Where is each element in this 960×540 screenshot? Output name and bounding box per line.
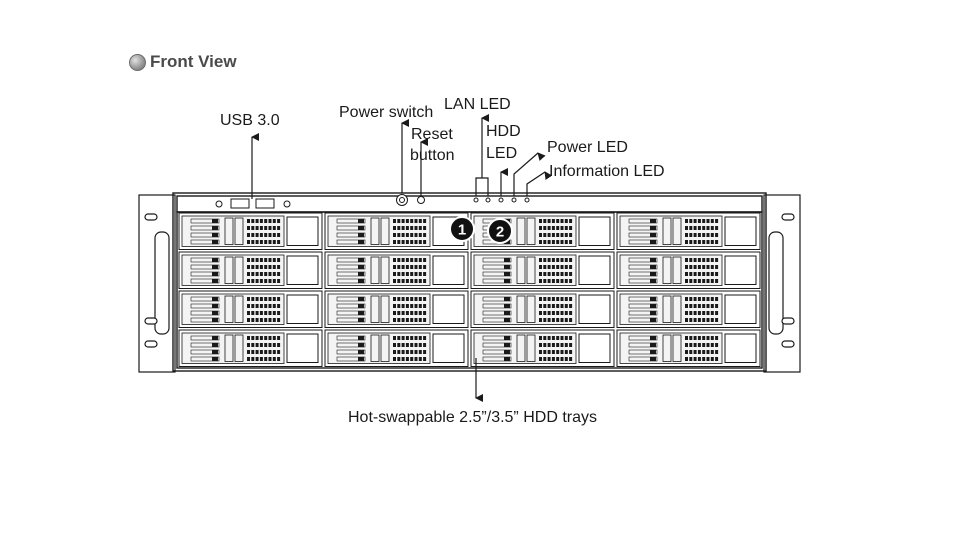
hdd-tray-grid <box>178 212 761 367</box>
chassis <box>172 192 767 372</box>
hdd-tray <box>178 329 323 367</box>
hdd-tray <box>178 290 323 328</box>
badge-1: 1 <box>449 216 475 242</box>
hdd-led-label-line2: LED <box>486 145 517 162</box>
hdd-tray <box>616 212 761 250</box>
reset-button <box>417 196 425 204</box>
hdd-tray <box>324 290 469 328</box>
hdd-tray <box>178 212 323 250</box>
hdd-tray <box>324 329 469 367</box>
hdd-trays-label: Hot-swappable 2.5”/3.5” HDD trays <box>348 409 597 426</box>
power-switch <box>396 194 408 206</box>
section-heading: Front View <box>129 52 237 72</box>
reset-label-line2: button <box>410 147 454 164</box>
hdd-tray <box>616 329 761 367</box>
callout-lines <box>251 114 553 402</box>
hdd-tray <box>616 251 761 289</box>
usb-label: USB 3.0 <box>220 112 280 129</box>
hdd-tray <box>324 212 469 250</box>
hdd-tray <box>470 251 615 289</box>
svg-text:1: 1 <box>458 222 466 239</box>
hdd-led-label-line1: HDD <box>486 123 521 140</box>
svg-text:2: 2 <box>496 224 504 241</box>
right-rack-ear <box>763 194 801 373</box>
hdd-tray <box>616 290 761 328</box>
power-switch-label: Power switch <box>339 104 433 121</box>
hdd-tray <box>324 251 469 289</box>
badge-2: 2 <box>487 218 513 244</box>
hdd-tray <box>470 329 615 367</box>
hdd-tray <box>470 290 615 328</box>
lan-led-label: LAN LED <box>444 96 511 113</box>
usb-ports <box>215 198 291 209</box>
section-title: Front View <box>150 52 237 71</box>
left-rack-ear <box>138 194 176 373</box>
status-leds <box>473 197 530 203</box>
power-led-label: Power LED <box>547 139 628 156</box>
hdd-tray <box>178 251 323 289</box>
circle-bullet-icon <box>129 53 146 71</box>
reset-label-line1: Reset <box>411 126 453 143</box>
information-led-label: Information LED <box>549 163 665 180</box>
